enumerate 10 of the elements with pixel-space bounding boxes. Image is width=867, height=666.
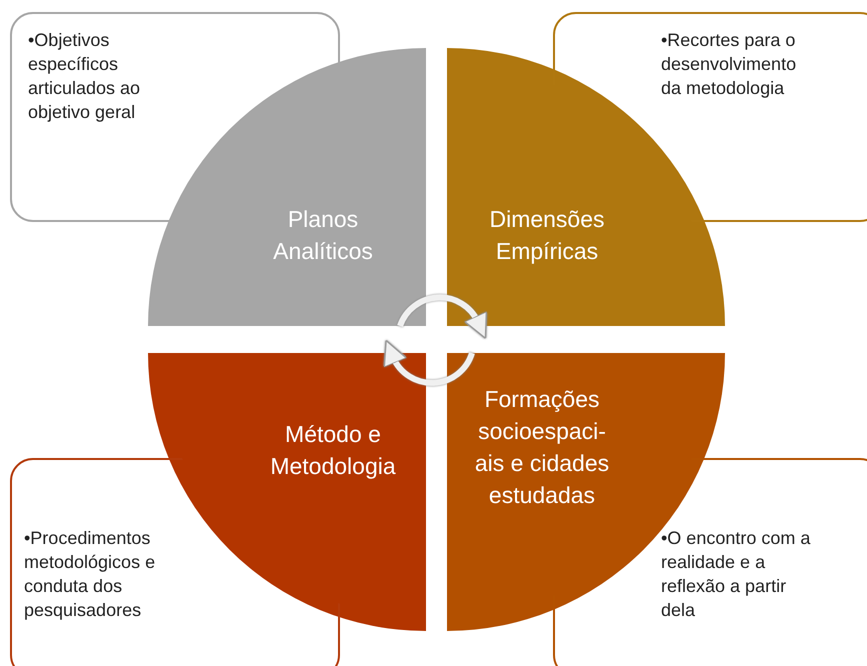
segment-label: Formações socioespaci-ais e cidades estudadas	[474, 385, 610, 510]
bullet-text: •Objetivos específicos articulados ao objetivo geral	[28, 29, 142, 124]
bullet-text: •Recortes para o desenvolvimento da metodologia	[661, 29, 798, 100]
segment-label: Método e Metodologia	[269, 420, 397, 481]
bullet-text: •O encontro com a realidade e a reflexão a partir dela	[661, 527, 812, 622]
bullet-text: •Procedimentos metodológicos e conduta dos pesquisadores	[24, 527, 156, 622]
segment-label: Dimensões Empíricas	[488, 205, 606, 266]
cycle-arrow	[384, 340, 475, 386]
cycle-arrow	[397, 294, 488, 339]
segment-label: Planos Analíticos	[272, 205, 374, 266]
